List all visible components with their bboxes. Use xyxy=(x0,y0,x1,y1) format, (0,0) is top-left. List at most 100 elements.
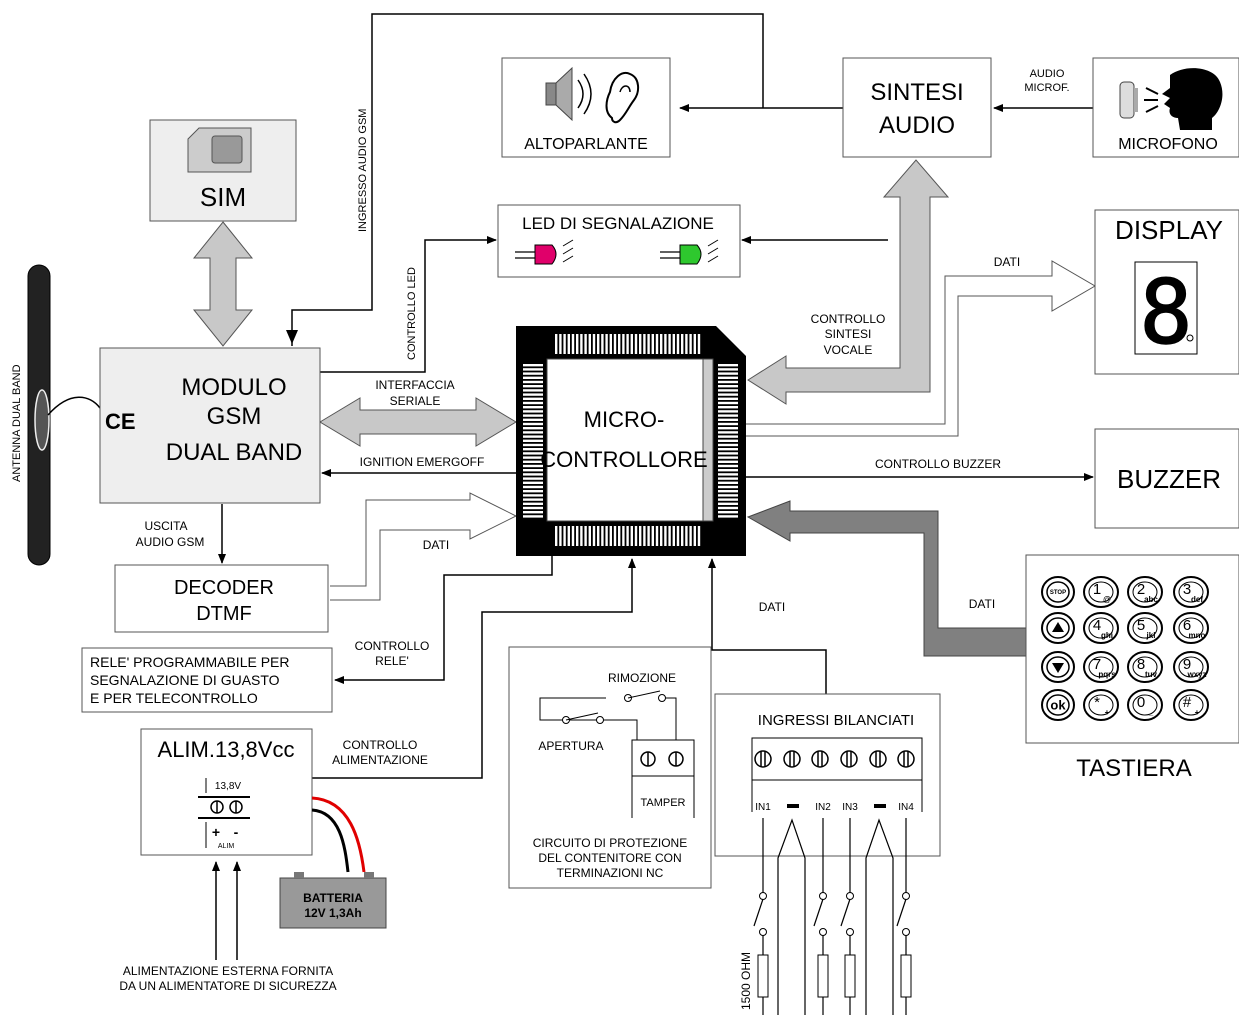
svg-text:ghi: ghi xyxy=(1101,631,1113,640)
serial-line1: INTERFACCIA xyxy=(375,378,454,392)
input-terminal-block xyxy=(751,737,923,812)
buzzer-control-label: CONTROLLO BUZZER xyxy=(875,457,1001,471)
rele-line3: E PER TELECONTROLLO xyxy=(90,690,258,706)
led-panel-box xyxy=(497,204,741,278)
audio-microf-line1: AUDIO xyxy=(1030,68,1065,80)
svg-text:abc: abc xyxy=(1144,595,1158,604)
svg-text:3: 3 xyxy=(1183,581,1191,598)
microphone-icon xyxy=(1119,81,1138,119)
apertura-label: APERTURA xyxy=(538,739,603,753)
ctrl-sintesi-line2: SINTESI xyxy=(825,327,872,341)
ctrl-rele-line1: CONTROLLO xyxy=(355,639,430,653)
ctrl-rele-line2: RELE' xyxy=(375,654,409,668)
svg-text:wxyz: wxyz xyxy=(1186,670,1206,679)
in1-label: IN1 xyxy=(755,802,771,813)
svg-text:mno: mno xyxy=(1189,631,1206,640)
svg-text:+: + xyxy=(1195,708,1200,717)
protection-line3: TERMINAZIONI NC xyxy=(557,866,664,880)
svg-text:#: # xyxy=(1183,694,1192,711)
svg-text:8: 8 xyxy=(1137,656,1145,673)
keypad-icon: STOPok1@2abc3def4ghi5jkl6mno7pqrs8tuv9wx… xyxy=(1041,576,1209,721)
speaking-head-icon xyxy=(1144,68,1223,130)
svg-text:jkl: jkl xyxy=(1146,631,1156,640)
power-supply-box xyxy=(140,728,313,856)
in3-label: IN3 xyxy=(842,802,858,813)
speaker-icon xyxy=(545,66,592,122)
microphone-label: MICROFONO xyxy=(1118,136,1218,153)
display-data-label: DATI xyxy=(994,255,1020,269)
input-wiring xyxy=(753,818,912,1015)
rele-box xyxy=(81,647,333,713)
ext-supply-line1: ALIMENTAZIONE ESTERNA FORNITA xyxy=(123,964,333,978)
balanced-inputs-title: INGRESSI BILANCIATI xyxy=(758,712,914,729)
power-supply-title: ALIM.13,8Vcc xyxy=(158,737,295,762)
keypad-data-label: DATI xyxy=(969,597,995,611)
dtmf-box xyxy=(114,564,329,633)
ctrl-alim-line2: ALIMENTAZIONE xyxy=(332,753,428,767)
dtmf-line1: DECODER xyxy=(174,577,274,599)
led-green-icon xyxy=(660,239,719,265)
in2-label: IN2 xyxy=(815,802,831,813)
gsm-title-line1: MODULO xyxy=(181,374,286,401)
ext-supply-line2: DA UN ALIMENTATORE DI SICUREZZA xyxy=(119,979,336,993)
svg-text:9: 9 xyxy=(1183,656,1191,673)
antenna-icon xyxy=(27,264,101,566)
speaker-label: ALTOPARLANTE xyxy=(524,136,648,153)
mcu-line2: CONTROLLORE xyxy=(540,447,707,472)
svg-text:+: + xyxy=(1105,708,1110,717)
mcu-line1: MICRO- xyxy=(584,407,665,432)
sintesi-line2: AUDIO xyxy=(879,112,955,139)
svg-text:1: 1 xyxy=(1093,581,1101,598)
led-red-icon xyxy=(515,239,574,265)
svg-text:+: + xyxy=(212,824,220,840)
svg-text:def: def xyxy=(1191,595,1203,604)
svg-text:ok: ok xyxy=(1050,698,1066,713)
svg-text:pqrs: pqrs xyxy=(1098,670,1116,679)
ingressi-data-label: DATI xyxy=(759,600,785,614)
voice-synthesis-arrow xyxy=(747,159,950,405)
svg-text:STOP: STOP xyxy=(1050,590,1066,596)
ce-mark: CE xyxy=(105,409,136,434)
svg-text:2: 2 xyxy=(1137,581,1145,598)
alim-138-label: 13,8V xyxy=(215,781,241,792)
ctrl-alim-line1: CONTROLLO xyxy=(343,738,418,752)
alim-small-label: ALIM xyxy=(218,843,235,850)
tamper-switches-icon xyxy=(539,690,695,818)
protection-line2: DEL CONTENITORE CON xyxy=(538,851,681,865)
buzzer-box xyxy=(1094,428,1239,529)
rele-line2: SEGNALAZIONE DI GUASTO xyxy=(90,672,280,688)
ctrl-sintesi-line3: VOCALE xyxy=(824,343,873,357)
svg-text:*: * xyxy=(1094,694,1100,711)
rele-line1: RELE' PROGRAMMABILE PER xyxy=(90,654,290,670)
keypad-label: TASTIERA xyxy=(1076,755,1192,782)
svg-text:7: 7 xyxy=(1093,656,1101,673)
svg-text:0: 0 xyxy=(1137,694,1145,711)
sim-card-icon xyxy=(187,127,252,173)
speaker-box xyxy=(501,57,671,158)
dtmf-data-label: DATI xyxy=(423,538,449,552)
sim-label: SIM xyxy=(200,182,246,212)
audio-in-gsm-line xyxy=(291,13,764,346)
gsm-title-line2: GSM xyxy=(207,403,262,430)
sintesi-audio-box xyxy=(842,57,992,158)
microcontroller-chip xyxy=(516,326,746,556)
buzzer-label: BUZZER xyxy=(1117,464,1221,494)
ctrl-sintesi-line1: CONTROLLO xyxy=(811,312,886,326)
keypad-data-arrow xyxy=(746,500,1027,657)
seven-segment-icon: 8 xyxy=(1134,260,1198,365)
ear-icon xyxy=(605,72,640,124)
dtmf-line2: DTMF xyxy=(196,603,252,625)
svg-text:_: _ xyxy=(1148,708,1154,717)
svg-text:-: - xyxy=(234,824,239,840)
audio-microf-line2: MICROF. xyxy=(1024,82,1069,94)
gsm-title-line3: DUAL BAND xyxy=(166,439,302,466)
svg-text:6: 6 xyxy=(1183,617,1191,634)
in4-label: IN4 xyxy=(898,802,914,813)
ignition-label: IGNITION EMERGOFF xyxy=(360,455,485,469)
battery-icon: BATTERIA 12V 1,3Ah xyxy=(279,872,387,929)
tamper-label: TAMPER xyxy=(640,797,685,809)
svg-text:4: 4 xyxy=(1093,617,1101,634)
ohm-label: 1500 OHM xyxy=(739,952,753,1010)
